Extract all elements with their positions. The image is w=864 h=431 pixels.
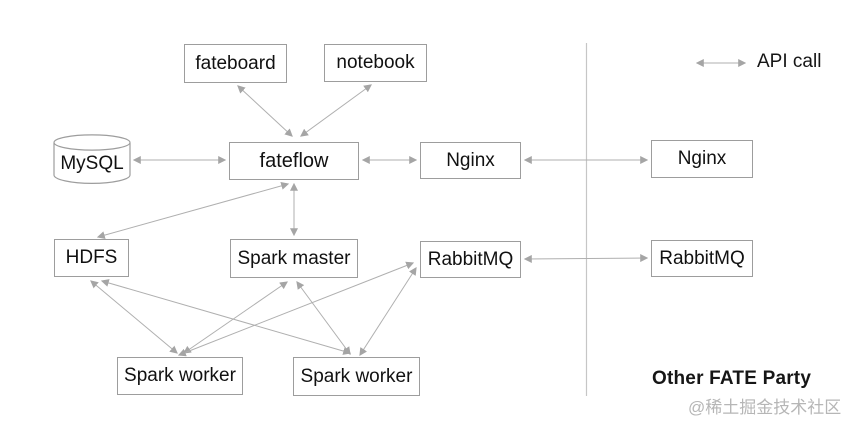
node-label: fateflow <box>259 149 329 172</box>
node-fateboard: fateboard <box>184 44 287 83</box>
node-notebook: notebook <box>324 44 427 82</box>
edge-spark_worker_2-rabbitmq_local <box>359 266 417 357</box>
node-label: notebook <box>336 52 415 73</box>
other-fate-party-label: Other FATE Party <box>652 368 812 389</box>
node-label: Nginx <box>446 149 495 171</box>
node-nginx-local: Nginx <box>420 142 521 179</box>
edge-notebook-fateflow <box>300 84 372 137</box>
node-label: RabbitMQ <box>427 248 514 270</box>
node-label: MySQL <box>60 152 124 174</box>
edge-spark_master-spark_worker_2 <box>296 281 351 355</box>
node-label: HDFS <box>65 247 118 268</box>
node-spark-worker-2: Spark worker <box>293 357 420 396</box>
node-rabbitmq-local: RabbitMQ <box>420 241 521 278</box>
node-spark-master: Spark master <box>230 239 358 278</box>
node-label: Spark worker <box>300 365 413 387</box>
api-call-legend-label: API call <box>757 51 822 72</box>
edge-hdfs-spark_worker_1 <box>90 280 178 354</box>
edge-spark_master-spark_worker_1 <box>183 281 288 354</box>
node-spark-worker-1: Spark worker <box>117 357 243 395</box>
edge-fateboard-fateflow <box>237 85 293 137</box>
edge-fateflow-hdfs <box>96 181 290 240</box>
node-label: RabbitMQ <box>659 247 745 269</box>
database-cylinder-icon <box>53 134 131 184</box>
node-fateflow: fateflow <box>229 142 359 180</box>
node-rabbitmq-other-party: RabbitMQ <box>651 240 753 277</box>
node-nginx-other-party: Nginx <box>651 140 753 178</box>
node-mysql: MySQL <box>53 134 131 184</box>
edge-hdfs-spark_worker_2 <box>100 279 352 355</box>
node-label: Spark master <box>237 247 351 269</box>
watermark: @稀土掘金技术社区 <box>688 398 842 417</box>
edge-rabbitmq_local-rabbitmq_remote <box>523 254 649 263</box>
node-label: fateboard <box>195 52 276 74</box>
node-label: Nginx <box>677 148 727 169</box>
node-label: Spark worker <box>124 365 236 386</box>
node-hdfs: HDFS <box>54 239 129 277</box>
